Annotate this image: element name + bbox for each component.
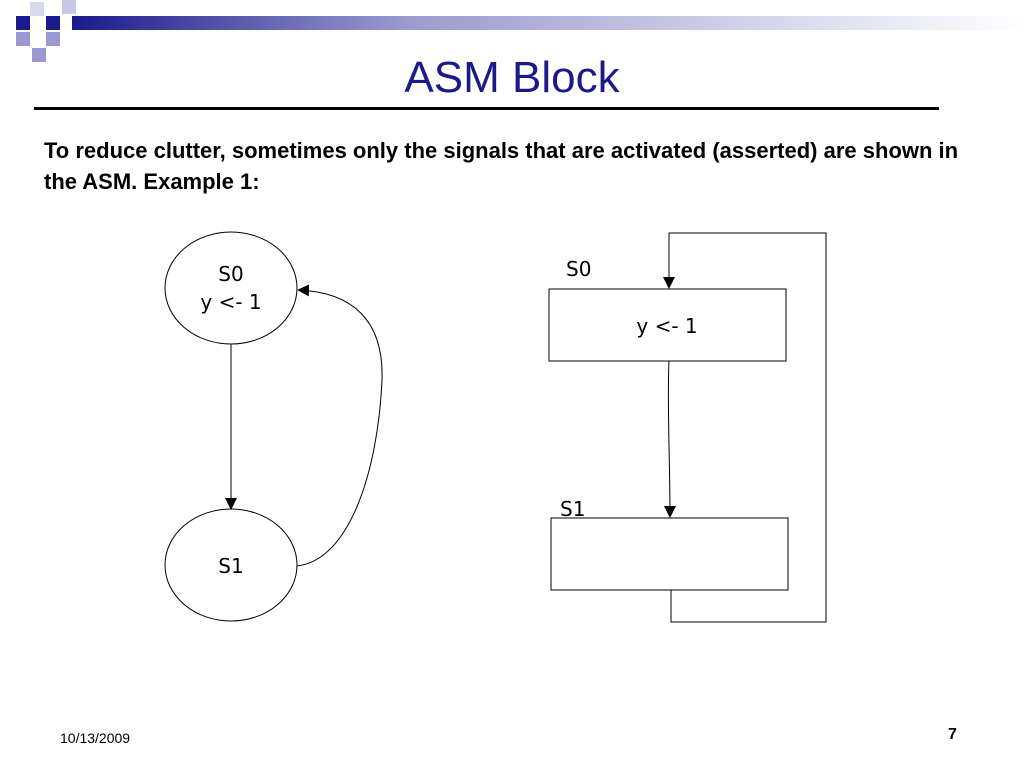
decor-square — [16, 32, 30, 46]
corner-decoration — [16, 0, 1024, 62]
decor-square — [46, 16, 60, 30]
decor-square — [30, 2, 44, 16]
asm-s1-to-s0-loop-arrow — [663, 232, 827, 623]
slide-title: ASM Block — [404, 53, 620, 102]
asm-chart: S0 y <- 1 S1 — [548, 232, 827, 623]
footer-date: 10/13/2009 — [60, 730, 131, 746]
asm-s0-to-s1-arrow — [663, 360, 676, 518]
decor-square — [46, 32, 60, 46]
state-s0-name: S0 — [218, 262, 243, 286]
state-s0-output: y <- 1 — [200, 290, 261, 314]
decor-square — [32, 48, 46, 62]
decor-square — [62, 0, 76, 14]
title-divider — [34, 107, 939, 110]
decor-square — [16, 16, 30, 30]
intro-text: To reduce clutter, sometimes only the si… — [44, 138, 959, 194]
state-s1-name: S1 — [218, 554, 243, 578]
asm-s0-state-box — [548, 288, 787, 362]
asm-s1-state-box — [550, 517, 789, 591]
transition-s1-to-s0-arrow — [296, 284, 383, 567]
asm-s1-state-label: S1 — [560, 497, 585, 521]
asm-s0-state-label: S0 — [566, 257, 591, 281]
state-diagram: S0 y <- 1 S1 — [164, 231, 383, 622]
state-s0-circle — [164, 231, 298, 345]
header-gradient-band — [72, 16, 1024, 30]
asm-s0-action: y <- 1 — [636, 314, 697, 338]
page-number: 7 — [948, 726, 957, 743]
